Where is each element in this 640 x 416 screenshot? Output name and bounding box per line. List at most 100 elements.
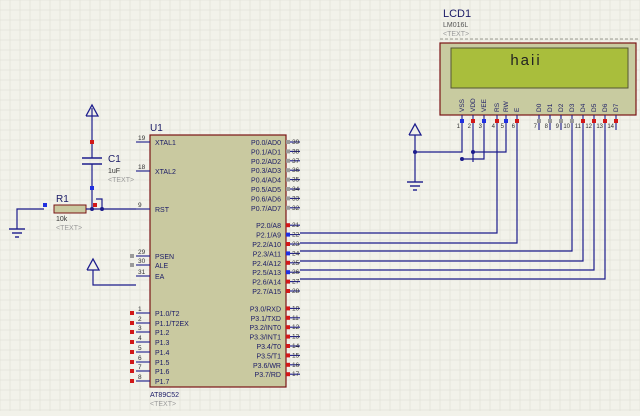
wire-lcd-vee: [462, 130, 485, 160]
mcu-right-pin-name: P0.7/AD7: [251, 206, 281, 213]
lcd-pin-name: VDD: [470, 98, 477, 112]
mcu-right-pin-number: 23: [292, 241, 300, 248]
lcd-pin-state-marker: [504, 119, 508, 123]
mcu-left-pin-name: XTAL1: [155, 140, 176, 147]
mcu-left-pin-name: P1.6: [155, 369, 170, 376]
mcu-left-pin-number: 29: [138, 249, 146, 256]
lcd-pin-state-marker: [592, 119, 596, 123]
r1-text-tag: <TEXT>: [56, 225, 82, 232]
mcu-pin-state-marker: [286, 149, 290, 154]
mcu-right-pin-name: P0.1/AD1: [251, 149, 281, 156]
mcu-pin-state-marker: [286, 306, 290, 311]
lcd-pin-state-marker: [581, 119, 585, 123]
mcu-pin-state-marker: [286, 279, 290, 284]
mcu-pin-state-marker: [286, 168, 290, 173]
wire-d4: [300, 130, 573, 252]
junction-dot: [100, 207, 104, 211]
mcu-part-label: AT89C52: [150, 392, 179, 399]
mcu-right-pin-number: 21: [292, 222, 300, 229]
mcu-left-pin-name: P1.5: [155, 360, 170, 367]
lcd-display[interactable]: LCD1 LM016L <TEXT> haii VSS1VDD2VEE3RS4R…: [439, 8, 640, 130]
lcd-part-label: LM016L: [443, 22, 468, 29]
mcu-right-pin-name: P0.6/AD6: [251, 196, 281, 203]
mcu-right-pin-name: P3.7/RD: [255, 372, 281, 379]
mcu-pin-state-marker: [286, 315, 290, 320]
mcu-pin-state-marker: [286, 372, 290, 377]
wire-c1-jog: [96, 198, 103, 209]
lcd-pin-number: 10: [563, 124, 570, 130]
mcu-pin-state-marker: [286, 334, 290, 339]
lcd-pin-name: D3: [569, 103, 576, 112]
lcd-pin-state-marker: [460, 119, 464, 123]
mcu-left-pin-name: ALE: [155, 263, 169, 270]
lcd-pin-state-marker: [537, 119, 541, 123]
ground-symbols: [9, 181, 423, 238]
pin-markers: [43, 140, 97, 207]
lcd-pin-number: 5: [501, 124, 505, 130]
mcu-right-pin-name: P3.5/T1: [256, 353, 281, 360]
mcu-left-pin-name: P1.3: [155, 340, 170, 347]
lcd-pin-name: VEE: [481, 98, 488, 112]
lcd-text-tag: <TEXT>: [443, 31, 469, 38]
mcu-left-pin-name: P1.4: [155, 350, 170, 357]
mcu-left-pin-name: P1.1/T2EX: [155, 321, 189, 328]
lcd-pin-name: VSS: [459, 98, 466, 112]
c1-value-label: 1uF: [108, 168, 120, 175]
mcu-right-pin-number: 37: [292, 158, 300, 165]
mcu-right-pins: 39P0.0/AD038P0.1/AD137P0.2/AD236P0.3/AD3…: [249, 139, 300, 379]
mcu-pin-state-marker: [286, 344, 290, 348]
mcu-pin-state-marker: [130, 379, 134, 383]
mcu-left-pin-name: PSEN: [155, 254, 174, 261]
mcu-right-pin-name: P3.1/TXD: [251, 316, 281, 323]
c1-text-tag: <TEXT>: [108, 177, 134, 184]
mcu-left-pin-number: 5: [138, 345, 142, 352]
lcd-pin-state-marker: [471, 119, 475, 123]
lcd-pin-number: 13: [596, 124, 603, 130]
mcu-left-pin-number: 18: [138, 164, 146, 171]
mcu-pin-state-marker: [286, 205, 290, 210]
microcontroller[interactable]: U1 AT89C52 <TEXT> 19XTAL118XTAL29RST29PS…: [130, 123, 300, 408]
lcd-pin-name: D2: [558, 103, 565, 112]
r1-value-label: 10k: [56, 216, 68, 223]
ground-icon: [407, 181, 423, 191]
mcu-pin-state-marker: [286, 325, 290, 330]
mcu-text-tag: <TEXT>: [150, 401, 176, 408]
mcu-pin-state-marker: [286, 289, 290, 293]
mcu-left-pin-number: 30: [138, 258, 146, 265]
lcd-pin-number: 8: [545, 124, 549, 130]
lcd-pins: VSS1VDD2VEE3RS4RW5E6D07D18D29D310D411D51…: [457, 98, 620, 130]
mcu-right-pin-name: P0.3/AD3: [251, 168, 281, 175]
mcu-right-pin-number: 15: [292, 352, 300, 359]
mcu-left-pin-name: P1.2: [155, 330, 170, 337]
mcu-right-pin-number: 11: [292, 315, 299, 322]
mcu-right-pin-name: P3.0/RXD: [250, 306, 281, 313]
mcu-right-pin-name: P2.2/A10: [252, 242, 281, 249]
mcu-pin-state-marker: [130, 263, 134, 267]
mcu-right-pin-number: 24: [292, 250, 300, 257]
lcd-pin-number: 4: [492, 124, 496, 130]
mcu-pin-state-marker: [286, 362, 290, 367]
power-arrow-icon: [85, 103, 100, 117]
lcd-pin-name: D6: [602, 103, 609, 112]
lcd-pin-state-marker: [614, 119, 618, 123]
mcu-right-pin-name: P2.0/A8: [256, 223, 281, 230]
junction-dot: [90, 207, 94, 211]
mcu-pin-state-marker: [286, 242, 290, 246]
mcu-left-pin-number: 19: [138, 135, 146, 142]
mcu-pin-state-marker: [130, 350, 134, 354]
mcu-right-pin-number: 22: [292, 232, 300, 239]
lcd-pin-state-marker: [495, 119, 499, 123]
mcu-right-pin-number: 10: [292, 305, 300, 312]
wire-lcd-rw: [473, 130, 507, 153]
mcu-left-pin-name: RST: [155, 207, 170, 214]
mcu-pin-state-marker: [130, 369, 134, 373]
mcu-pin-state-marker: [286, 251, 290, 256]
mcu-right-pin-number: 27: [292, 279, 300, 286]
mcu-right-pin-number: 35: [292, 177, 300, 184]
mcu-pin-state-marker: [130, 254, 134, 258]
mcu-left-pin-name: EA: [155, 274, 165, 281]
mcu-right-pin-name: P0.0/AD0: [251, 140, 281, 147]
capacitor-c1[interactable]: C1 1uF <TEXT>: [82, 118, 134, 205]
